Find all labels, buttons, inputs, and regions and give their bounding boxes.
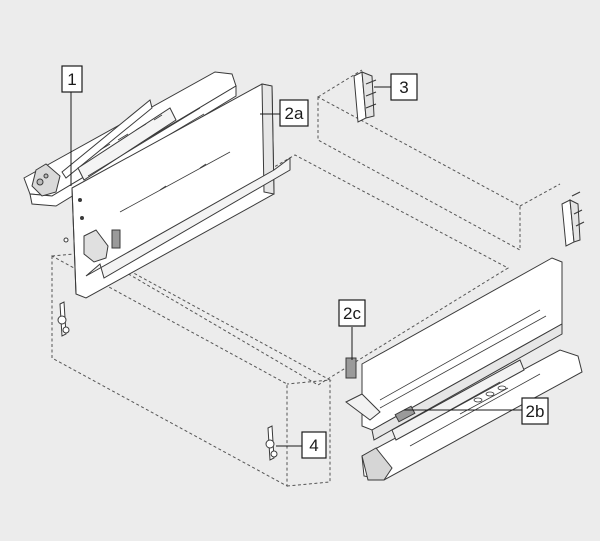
callout-3: 3 [390, 73, 418, 101]
callout-2b: 2b [521, 397, 549, 425]
callout-1: 1 [61, 65, 83, 93]
svg-text:2a: 2a [285, 104, 304, 123]
grey-cover-cap-right [345, 357, 357, 379]
runner-left [23, 71, 237, 207]
front-panel-side [286, 380, 331, 487]
callout-2c: 2c [338, 299, 366, 327]
back-brackets [353, 71, 585, 247]
drawer-back-outline [317, 96, 521, 251]
svg-text:2c: 2c [343, 304, 361, 323]
drawer-side-left [63, 83, 291, 299]
svg-text:4: 4 [309, 436, 318, 455]
grey-cover-cap-left [111, 229, 121, 249]
runner-right [361, 349, 583, 481]
front-fixing-brackets [57, 301, 278, 461]
svg-text:2b: 2b [526, 402, 545, 421]
svg-text:1: 1 [67, 70, 76, 89]
callout-4: 4 [301, 431, 327, 459]
svg-text:3: 3 [399, 78, 408, 97]
leader-lines [70, 86, 522, 447]
front-panel-top [51, 251, 332, 385]
drawer-side-right [345, 257, 563, 441]
callout-2a: 2a [279, 99, 309, 127]
drawer-back-right-edge [519, 183, 561, 207]
